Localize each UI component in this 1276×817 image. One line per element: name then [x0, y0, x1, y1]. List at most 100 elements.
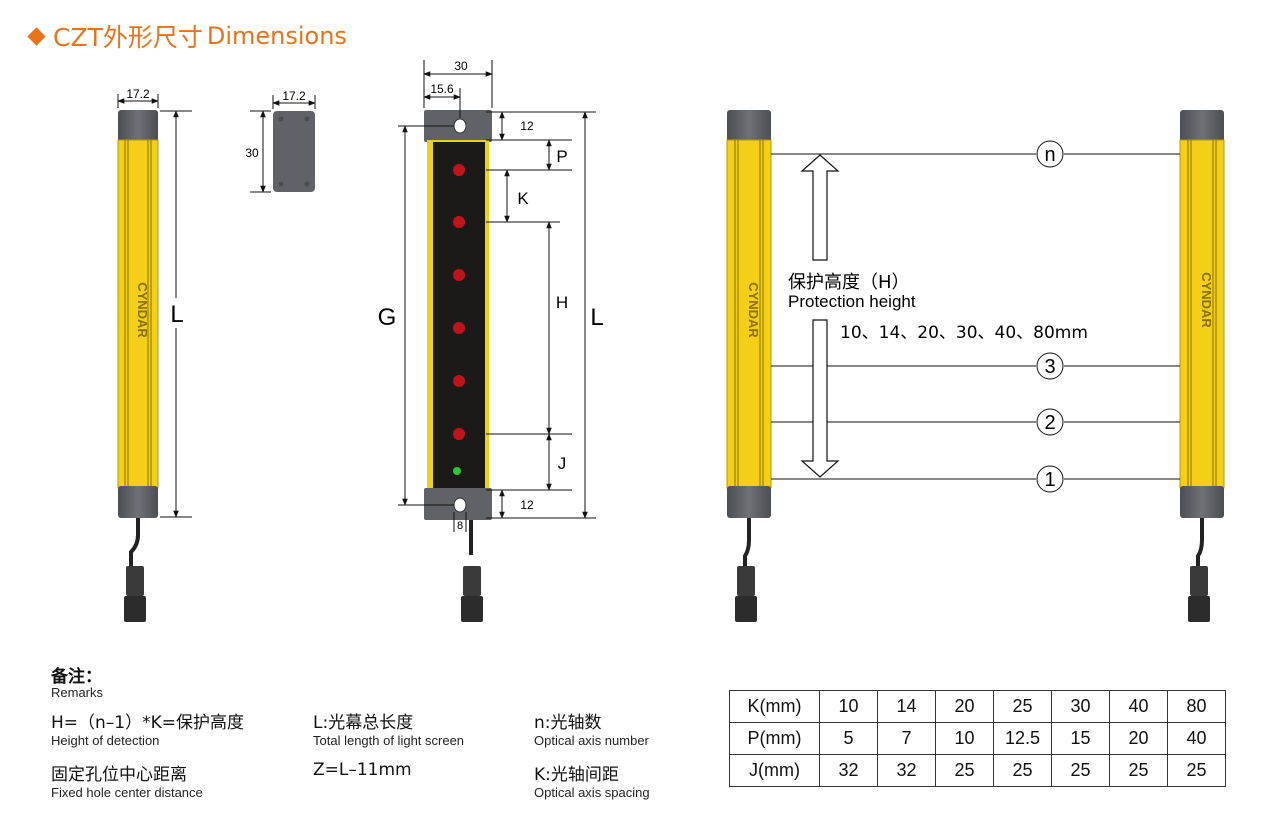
- table-cell: 14: [877, 690, 936, 723]
- table-cell: 30: [1051, 690, 1110, 723]
- length-label: L: [170, 301, 183, 328]
- remark-en: Height of detection: [51, 733, 160, 748]
- led-red: [453, 322, 465, 334]
- cable: [129, 518, 140, 568]
- table-cell: 32: [877, 754, 936, 787]
- arrow-down-icon: [800, 319, 840, 478]
- remarks-title-zh: 备注：: [51, 667, 102, 687]
- remarks-title-en: Remarks: [51, 685, 104, 700]
- table-cell: 10: [935, 722, 994, 755]
- receiver-top-cap: [1180, 110, 1224, 142]
- remark-item: H=（n–1）*K=保护高度 Height of detection: [51, 708, 244, 748]
- end-cap-label: 12: [520, 119, 534, 133]
- protection-height-en: Protection height: [788, 292, 916, 311]
- beam-label-2: 2: [1044, 412, 1055, 434]
- page-title: CZT外形尺寸 Dimensions: [27, 18, 347, 54]
- j-label: J: [558, 454, 567, 473]
- remark-item: L:光幕总长度 Total length of light screen: [313, 708, 464, 748]
- table-cell: 10: [819, 690, 878, 723]
- remark-zh: n:光轴数: [534, 713, 602, 733]
- remark-item: 固定孔位中心距离 Fixed hole center distance: [51, 760, 203, 800]
- emitter-brand-label: CYNDAR: [746, 282, 761, 338]
- front-length-label: L: [590, 304, 603, 331]
- remark-zh: 固定孔位中心距离: [51, 765, 187, 785]
- remark-item: K:光轴间距 Optical axis spacing: [534, 760, 650, 800]
- bottom-cap-label: 12: [520, 498, 534, 512]
- beam-label-1: 1: [1044, 469, 1055, 491]
- dimension-drawings: CYNDAR 17.2 L 17.2 30: [117, 59, 1225, 622]
- receiver-bottom-cap: [1180, 486, 1224, 518]
- end-cap-block: [273, 111, 315, 192]
- top-width-label: 30: [454, 59, 468, 73]
- led-red: [453, 269, 465, 281]
- table-cell: 40: [1109, 690, 1168, 723]
- receiver-brand-label: CYNDAR: [1199, 272, 1214, 328]
- table-cell: 5: [819, 722, 878, 755]
- remark-en: Total length of light screen: [313, 733, 465, 748]
- g-label: G: [378, 304, 397, 331]
- remark-zh: L:光幕总长度: [313, 713, 414, 733]
- top-cap: [118, 110, 158, 142]
- emitter-connector: [737, 566, 755, 596]
- drawing-end-cap: 17.2 30: [245, 89, 316, 193]
- table-cell: 80: [1167, 690, 1226, 723]
- title-en: Dimensions: [206, 22, 347, 50]
- table-cell: 20: [1109, 722, 1168, 755]
- led-column: [453, 164, 465, 475]
- remarks-section: 备注： Remarks: [51, 662, 103, 700]
- led-green: [453, 467, 461, 475]
- protection-height-zh: 保护高度（H）: [788, 272, 910, 293]
- drawing-light-curtain-pair: CYNDAR CYNDAR n 3 2: [726, 110, 1225, 622]
- height-options: 10、14、20、30、40、80mm: [840, 323, 1088, 343]
- row-label: J(mm): [729, 754, 820, 787]
- remark-item: n:光轴数 Optical axis number: [534, 708, 649, 748]
- table-cell: 25: [1051, 754, 1110, 787]
- led-red: [453, 375, 465, 387]
- remark-zh: H=（n–1）*K=保护高度: [51, 713, 245, 733]
- remark-en: Optical axis spacing: [534, 785, 650, 800]
- table-cell: 12.5: [993, 722, 1052, 755]
- table-cell: 25: [1167, 754, 1226, 787]
- cap-height-label: 30: [245, 146, 259, 160]
- light-beams: [771, 153, 1180, 480]
- remark-en: Optical axis number: [534, 733, 649, 748]
- remark-en: Fixed hole center distance: [51, 785, 203, 800]
- brand-label: CYNDAR: [135, 282, 150, 338]
- row-label: P(mm): [729, 722, 820, 755]
- receiver-connector: [1190, 566, 1208, 596]
- table-cell: 25: [993, 754, 1052, 787]
- front-connector: [463, 566, 481, 596]
- table-cell: 25: [935, 754, 994, 787]
- led-red: [453, 216, 465, 228]
- table-cell: 7: [877, 722, 936, 755]
- table-cell: 40: [1167, 722, 1226, 755]
- led-red: [453, 164, 465, 176]
- cap-width-label: 17.2: [282, 89, 306, 103]
- p-label: P: [556, 147, 567, 166]
- bottom-cap: [118, 486, 158, 518]
- table-cell: 15: [1051, 722, 1110, 755]
- led-red: [453, 428, 465, 440]
- title-zh: CZT外形尺寸: [53, 23, 203, 52]
- emitter-bottom-cap: [727, 486, 771, 518]
- hole-offset-label: 15.6: [430, 82, 454, 96]
- k-label: K: [517, 189, 529, 208]
- remark-item: Z=L–11mm: [313, 760, 412, 780]
- drawing-side-view: CYNDAR 17.2 L: [117, 87, 192, 622]
- beam-number-circles: n 3 2 1: [1036, 140, 1064, 493]
- connector: [126, 566, 144, 596]
- table-cell: 32: [819, 754, 878, 787]
- remark-zh: K:光轴间距: [534, 765, 619, 785]
- row-label: K(mm): [729, 690, 820, 723]
- h-label: H: [556, 293, 568, 312]
- beam-label-n: n: [1044, 144, 1055, 166]
- table-cell: 20: [935, 690, 994, 723]
- arrow-up-icon: [800, 154, 840, 261]
- remark-zh: Z=L–11mm: [313, 760, 412, 780]
- table-cell: 25: [1109, 754, 1168, 787]
- width-label: 17.2: [126, 87, 150, 101]
